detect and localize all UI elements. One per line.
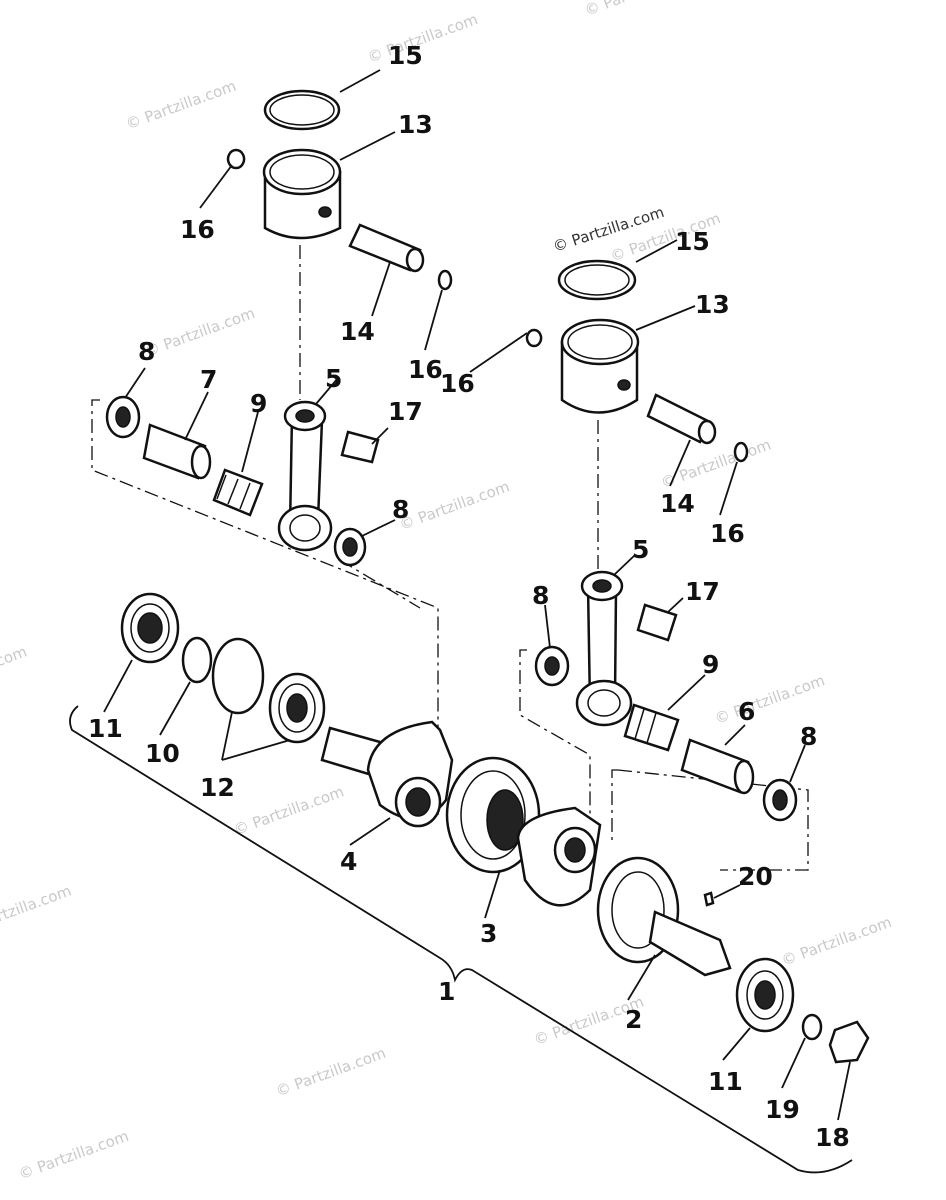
circlip	[733, 441, 749, 463]
lower-piston-assembly	[525, 259, 749, 463]
callout-label: 1	[438, 977, 455, 1006]
upper-connecting-rod-assembly	[105, 395, 380, 567]
retaining-ring	[211, 637, 265, 715]
woodruff-key	[703, 891, 715, 907]
callout-label: 8	[532, 581, 549, 610]
callout-label: 9	[702, 650, 719, 679]
hex-nut	[828, 1020, 870, 1064]
callout-labels: 15 13 16 14 16 5 8 7 9 17 8 11 10 12 4 3…	[88, 41, 850, 1152]
upper-piston-assembly	[226, 89, 453, 291]
callout-label: 15	[675, 227, 710, 256]
callout-label: 13	[398, 110, 433, 139]
circlip	[437, 269, 453, 291]
watermark-text: © Partzilla.com	[142, 304, 257, 361]
callout-label: 5	[325, 364, 342, 393]
tapered-shaft	[648, 910, 732, 977]
circlip	[226, 148, 246, 170]
lock-washer	[801, 1013, 823, 1041]
callout-label: 17	[685, 577, 720, 606]
callout-label: 15	[388, 41, 423, 70]
callout-label: 18	[815, 1123, 850, 1152]
callout-label: 16	[408, 355, 443, 384]
callout-label: 17	[388, 397, 423, 426]
left-crank-end-parts	[120, 592, 326, 744]
watermark-text: © Partzilla.com	[124, 77, 239, 134]
callout-label: 10	[145, 739, 180, 768]
callout-label: 14	[660, 489, 695, 518]
callout-label: 16	[710, 519, 745, 548]
callout-label: 4	[340, 847, 357, 876]
watermark-text: © Partzilla.com	[0, 882, 74, 939]
callout-label: 12	[200, 773, 235, 802]
callout-label: 8	[392, 495, 409, 524]
small-end-bearing	[340, 430, 380, 464]
crankshaft-assembly	[320, 720, 870, 1064]
assembly-guide-lines	[91, 245, 809, 871]
callout-label: 19	[765, 1095, 800, 1124]
callout-label: 20	[738, 862, 773, 891]
callout-label: 2	[625, 1005, 642, 1034]
callout-label: 11	[708, 1067, 743, 1096]
lower-connecting-rod-assembly	[534, 570, 798, 822]
callout-label: 6	[738, 697, 755, 726]
piston-pin	[646, 393, 712, 444]
leader-lines	[103, 69, 851, 1121]
watermark-text: © Partzilla.com	[779, 913, 894, 970]
callout-label: 5	[632, 535, 649, 564]
watermark-text: © Partzilla.com	[582, 0, 697, 20]
callout-label: 14	[340, 317, 375, 346]
watermark-text: © Partzilla.com	[231, 782, 346, 839]
callout-label: 3	[480, 919, 497, 948]
circlip	[525, 328, 543, 348]
callout-label: 11	[88, 714, 123, 743]
watermark-text: © Partzilla.com	[658, 435, 773, 492]
callout-label: 8	[800, 722, 817, 751]
piston-ring	[557, 259, 637, 301]
callout-label: 7	[200, 365, 217, 394]
snap-ring	[181, 636, 213, 684]
watermark-text: © Partzilla.com	[397, 477, 512, 534]
assembly-bracket	[69, 705, 853, 1174]
needle-bearing	[212, 468, 264, 517]
callout-label: 8	[138, 337, 155, 366]
piston-ring	[263, 89, 341, 131]
watermark-text: © Partzilla.com	[712, 671, 827, 728]
callout-label: 13	[695, 290, 730, 319]
watermark-text: © Partzilla.com	[273, 1044, 388, 1101]
watermark-text: © Partzilla.com	[16, 1127, 131, 1184]
watermark-text: © Partzilla.com	[0, 642, 29, 699]
callout-label: 16	[180, 215, 215, 244]
small-end-bearing	[636, 603, 678, 642]
callout-label: 9	[250, 389, 267, 418]
callout-label: 16	[440, 369, 475, 398]
